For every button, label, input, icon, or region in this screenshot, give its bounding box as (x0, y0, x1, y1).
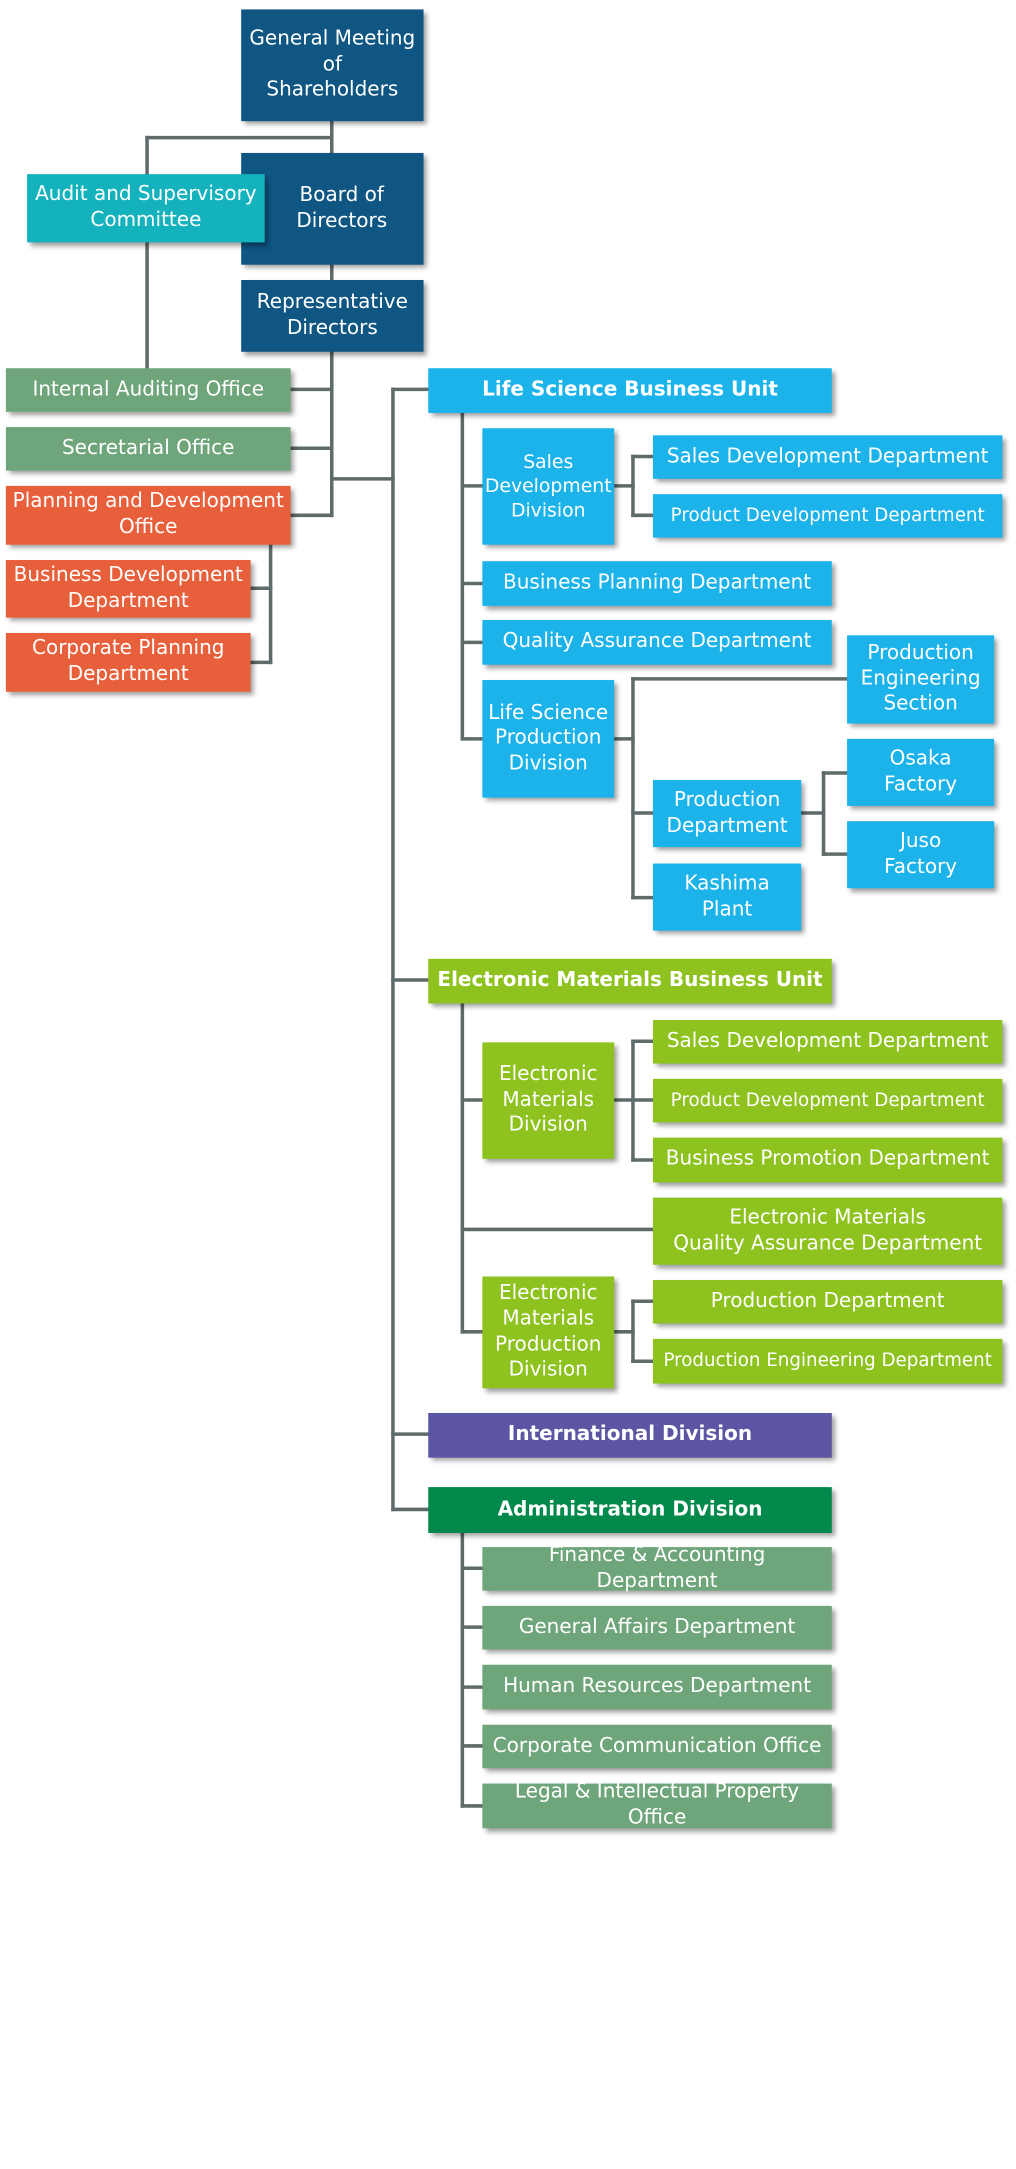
administration-division-box: Administration Division (428, 1487, 832, 1533)
em-product-development-department-box: Product Development Department (652, 1078, 1003, 1123)
internal-auditing-office-box: Internal Auditing Office (5, 368, 291, 412)
ls-sales-development-division-box: Sales Development Division (482, 428, 615, 545)
ls-production-department-box: Production Department (652, 780, 802, 848)
audit-committee-box: Audit and Supervisory Committee (27, 174, 265, 243)
secretarial-office-box: Secretarial Office (5, 427, 291, 471)
ls-business-planning-department-box: Business Planning Department (482, 561, 832, 606)
human-resources-department-box: Human Resources Department (482, 1664, 832, 1710)
finance-accounting-department-box: Finance & Accounting Department (482, 1543, 832, 1592)
ls-product-development-department-box: Product Development Department (652, 494, 1003, 538)
corporate-planning-department-box: Corporate Planning Department (5, 632, 251, 692)
planning-development-office-box: Planning and Development Office (5, 485, 291, 545)
ls-production-engineering-section-box: Production Engineering Section (847, 635, 995, 724)
em-business-promotion-department-box: Business Promotion Department (652, 1137, 1003, 1183)
em-sales-development-department-box: Sales Development Department (652, 1020, 1003, 1064)
em-quality-assurance-department-box: Electronic Materials Quality Assurance D… (652, 1197, 1003, 1265)
representative-directors-box: Representative Directors (241, 280, 424, 352)
international-division-box: International Division (428, 1412, 832, 1458)
em-division-box: Electronic Materials Division (482, 1042, 615, 1159)
electronic-materials-unit-box: Electronic Materials Business Unit (428, 958, 832, 1004)
ls-production-division-box: Life Science Production Division (482, 680, 615, 798)
life-science-unit-box: Life Science Business Unit (428, 368, 832, 413)
connector-lines (145, 119, 849, 1808)
ls-sales-development-department-box: Sales Development Department (652, 435, 1003, 479)
ls-quality-assurance-department-box: Quality Assurance Department (482, 620, 832, 665)
osaka-factory-box: Osaka Factory (847, 738, 995, 806)
em-production-department-box: Production Department (652, 1280, 1003, 1324)
corporate-communication-office-box: Corporate Communication Office (482, 1724, 832, 1769)
general-affairs-department-box: General Affairs Department (482, 1605, 832, 1650)
general-meeting-box: General Meeting of Shareholders (241, 9, 424, 122)
legal-intellectual-property-office-box: Legal & Intellectual Property Office (482, 1781, 832, 1829)
em-production-engineering-department-box: Production Engineering Department (652, 1338, 1003, 1384)
board-of-directors-box: Board of Directors (241, 152, 424, 265)
business-development-department-box: Business Development Department (5, 560, 251, 618)
kashima-plant-box: Kashima Plant (652, 863, 802, 931)
em-production-division-box: Electronic Materials Production Division (482, 1276, 615, 1389)
juso-factory-box: Juso Factory (847, 821, 995, 889)
